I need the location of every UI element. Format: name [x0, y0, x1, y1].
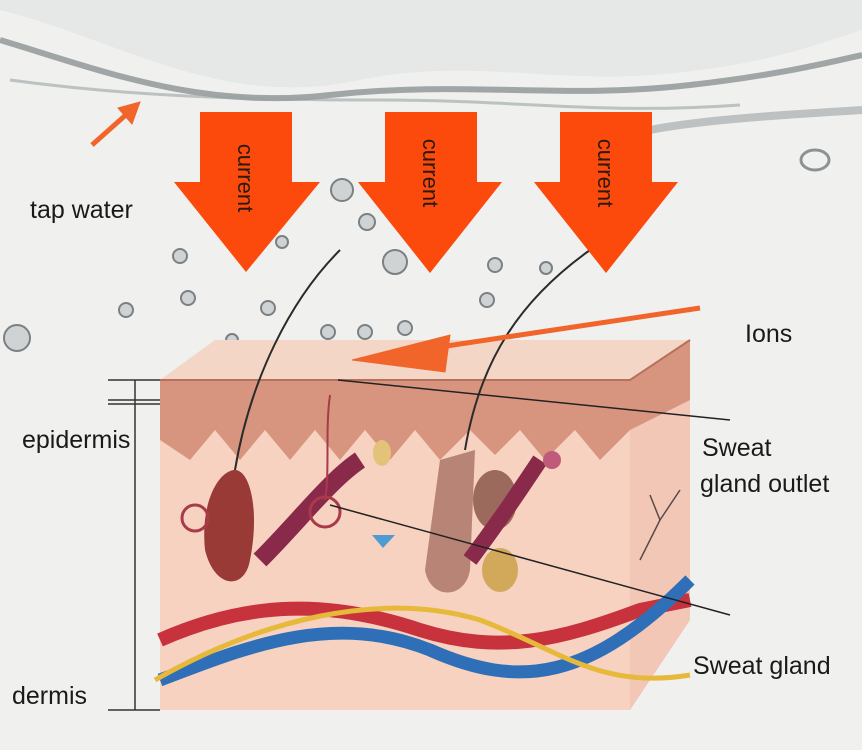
epidermis-label: epidermis	[22, 426, 131, 454]
current-arrow-1	[174, 112, 320, 272]
sweat-gland-label: Sweat gland	[693, 652, 831, 680]
pointer-arrows	[90, 101, 701, 373]
depth-bracket	[108, 379, 160, 711]
leader-lines	[329, 379, 731, 616]
tap-water-label: tap water	[30, 196, 133, 224]
sweat-gland-outlet-label-line1: Sweat	[702, 434, 772, 462]
dermis-label: dermis	[12, 682, 88, 710]
current-arrow-2	[358, 112, 502, 273]
current-arrow-3	[534, 112, 678, 273]
current-label-3: current	[593, 138, 618, 208]
current-label-1: current	[233, 143, 258, 213]
skin-cross-section	[153, 249, 695, 710]
current-label-2: current	[418, 138, 443, 208]
water-surface	[0, 0, 862, 172]
sweat-gland-outlet-label-line2: gland outlet	[700, 470, 830, 498]
current-arrows	[174, 112, 678, 273]
ions-label: Ions	[745, 320, 793, 348]
